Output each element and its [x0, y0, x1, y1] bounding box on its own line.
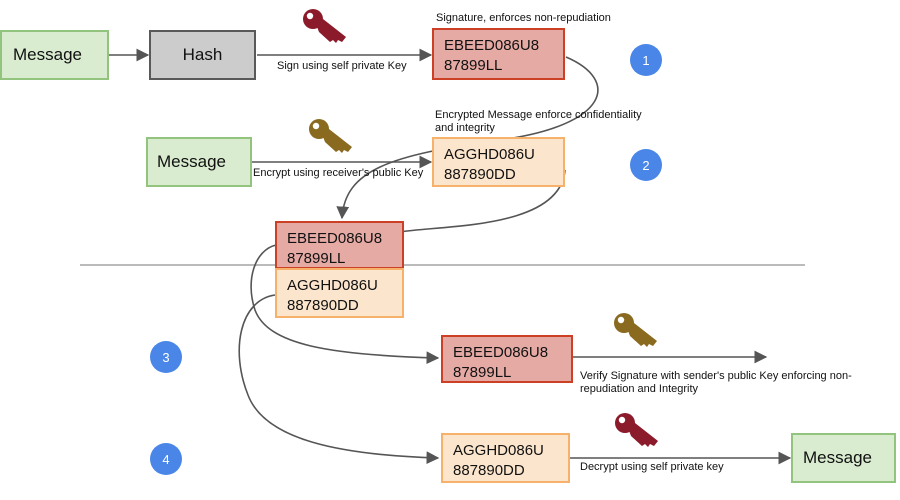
received-signature-box: EBEED086U8 87899LL [441, 335, 573, 383]
arrow-bundle-to-decrypt [238, 294, 440, 465]
signature-line-2: 87899LL [444, 57, 503, 74]
sender-public-key-icon [614, 313, 657, 347]
bundle-signature-line-2: 87899LL [287, 250, 346, 267]
bundle-encrypted-line-1: AGGHD086U [287, 277, 378, 294]
arrow-bundle-to-verify [250, 244, 440, 365]
encrypted-title: Encrypted Message enforce confidentialit… [435, 109, 642, 135]
decrypt-step-label: Decrypt using self private key [580, 461, 724, 473]
encrypted-line-2: 887890DD [444, 166, 516, 183]
encrypted-title-line-2: and integrity [435, 122, 495, 134]
step-badge-2: 2 [630, 149, 662, 181]
signature-line-1: EBEED086U8 [444, 37, 540, 54]
public-key-icon [309, 119, 352, 153]
signature-box: EBEED086U8 87899LL [432, 28, 565, 80]
received-signature-line-1: EBEED086U8 [453, 344, 549, 361]
encrypted-message-box: AGGHD086U 887890DD [432, 137, 565, 187]
step-badge-1: 1 [630, 44, 662, 76]
received-encrypted-line-1: AGGHD086U [453, 442, 544, 459]
received-signature-line-2: 87899LL [453, 364, 512, 381]
step-badge-3: 3 [150, 341, 182, 373]
bundle-signature-box: EBEED086U8 87899LL [275, 221, 404, 269]
hash-box: Hash [149, 30, 256, 80]
encrypt-step-label: Encrypt using receiver's public Key [253, 167, 424, 179]
bundle-encrypted-line-2: 887890DD [287, 297, 359, 314]
received-encrypted-box: AGGHD086U 887890DD [441, 433, 570, 483]
private-key-icon [303, 9, 346, 43]
verify-step-label: Verify Signature with sender's public Ke… [580, 370, 852, 396]
decrypted-message-box: Message [791, 433, 896, 483]
signature-title: Signature, enforces non-repudiation [436, 12, 611, 24]
receiver-private-key-icon [615, 413, 658, 447]
verify-step-line-1: Verify Signature with sender's public Ke… [580, 370, 852, 382]
source-message-box: Message [0, 30, 109, 80]
bundle-signature-line-1: EBEED086U8 [287, 230, 383, 247]
sign-step-label: Sign using self private Key [277, 60, 407, 72]
verify-step-line-2: repudiation and Integrity [580, 383, 699, 395]
encrypted-line-1: AGGHD086U [444, 146, 535, 163]
received-encrypted-line-2: 887890DD [453, 462, 525, 479]
bundle-encrypted-box: AGGHD086U 887890DD [275, 268, 404, 318]
step-badge-4: 4 [150, 443, 182, 475]
encrypted-title-line-1: Encrypted Message enforce confidentialit… [435, 109, 642, 121]
plain-message-box: Message [146, 137, 252, 187]
